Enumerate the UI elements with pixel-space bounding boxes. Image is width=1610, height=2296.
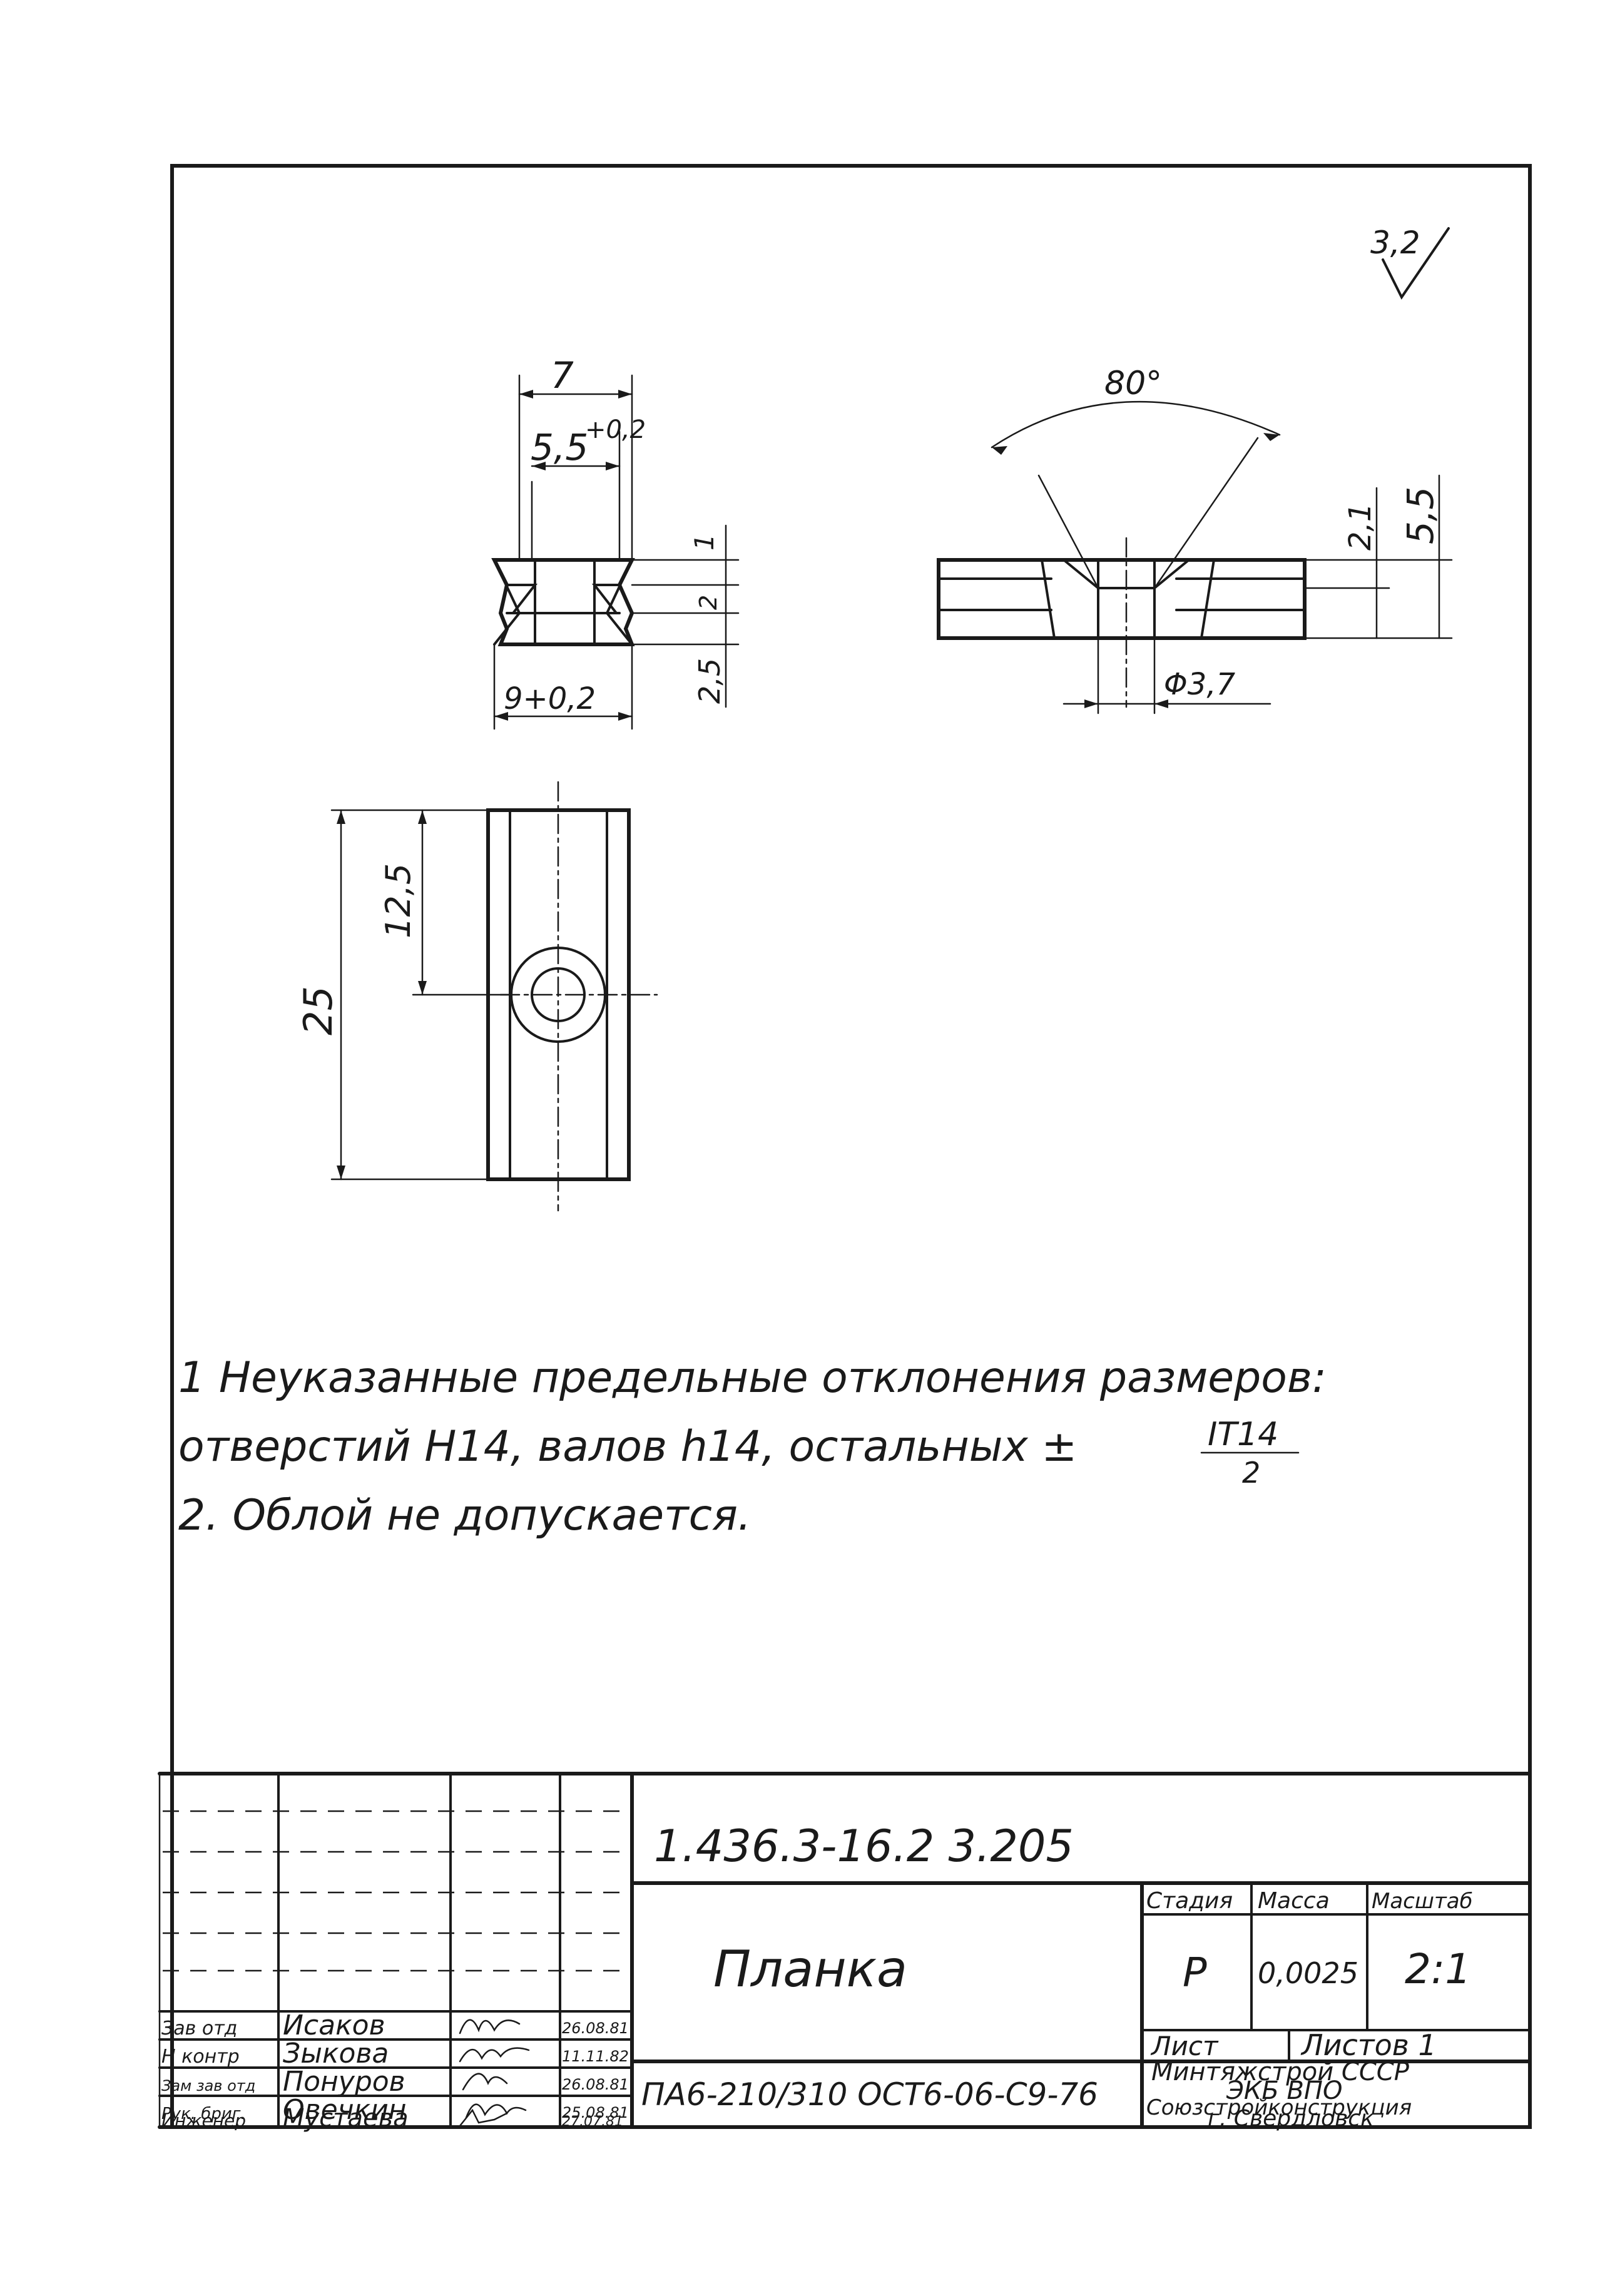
dim-angle: 80° (1104, 365, 1162, 402)
signature-row: Зав отд Исаков 26.08.81 (161, 2009, 629, 2041)
note-line-2: отверстий H14, валов h14, остальных ± (178, 1422, 1077, 1471)
header-stage: Стадия (1146, 1888, 1233, 1914)
sign-role: Н контр (161, 2046, 240, 2068)
header-scale: Масштаб (1372, 1889, 1473, 1914)
org-line-1: Минтяжстрой СССР (1151, 2058, 1410, 2086)
dim-height: 5,5 (1399, 487, 1442, 544)
signature-scribble (459, 2108, 508, 2127)
sign-date: 25.08.81 (562, 2104, 629, 2121)
material-spec: ПА6-210/310 ОСТ6-06-С9-76 (641, 2076, 1098, 2113)
sign-role: Зав отд (161, 2018, 237, 2039)
dim-h1: 1 (689, 534, 720, 551)
signature-scribble (462, 2073, 508, 2091)
note-line-1: 1 Неуказанные предельные отклонения разм… (178, 1353, 1327, 1403)
dim-length: 25 (295, 986, 341, 1035)
sign-date: 26.08.81 (562, 2019, 629, 2037)
header-mass: Масса (1258, 1888, 1330, 1914)
signature-scribble (465, 2103, 527, 2119)
part-name: Планка (713, 1940, 907, 1998)
org-line-4: г. Свердловск (1208, 2106, 1374, 2131)
sign-name: Зыкова (283, 2038, 389, 2070)
note-fraction-denominator: 2 (1242, 1456, 1260, 1490)
org-line-2: ЭКБ ВПО (1226, 2076, 1343, 2105)
dim-slot: 5,5 (531, 426, 588, 469)
front-view: 7 5,5 +0,2 9+0,2 1 2 2,5 (491, 354, 740, 730)
title-block: 1.436.3-16.2 3.205 Планка ПА6-210/310 ОС… (158, 1772, 1532, 2133)
stage-value: Р (1183, 1950, 1207, 1996)
roughness-value: 3,2 (1370, 225, 1420, 261)
sheets-count: Листов 1 (1300, 2028, 1437, 2062)
dim-width: 7 (551, 354, 574, 397)
dim-hole: Φ3,7 (1164, 667, 1236, 702)
signature-row: Инженер Мустаева 27.07.81 (161, 2104, 623, 2133)
sign-date: 11.11.82 (562, 2048, 629, 2065)
sign-name: Исаков (283, 2009, 385, 2041)
sign-name: Овечкин (283, 2094, 407, 2126)
dim-h3: 2,5 (693, 658, 726, 704)
roughness-icon: 3,2 (1370, 225, 1450, 300)
dim-depth: 2,1 (1343, 503, 1378, 551)
dim-half: 12,5 (379, 863, 418, 938)
signature-row: Н контр Зыкова 11.11.82 (161, 2038, 629, 2070)
plan-view: 25 12,5 (295, 781, 658, 1212)
sign-role: Рук. бриг. (161, 2105, 246, 2123)
signature-row: Зам зав отд Понуров 26.08.81 (161, 2066, 629, 2098)
section-view: 80° 2,1 5,5 Φ3,7 (937, 365, 1453, 714)
dim-slot-tol: +0,2 (585, 415, 646, 444)
scale-value: 2:1 (1405, 1945, 1471, 1993)
sign-date: 26.08.81 (562, 2076, 629, 2093)
dim-base: 9+0,2 (504, 681, 596, 716)
dim-h2: 2 (695, 595, 722, 610)
note-fraction-numerator: IT14 (1208, 1416, 1278, 1453)
sheet-label: Лист (1150, 2031, 1219, 2061)
sign-date: 27.07.81 (562, 2114, 623, 2130)
org-line-3: Союзстройконструкция (1146, 2095, 1412, 2120)
document-number: 1.436.3-16.2 3.205 (654, 1821, 1074, 1872)
sign-role: Инженер (161, 2110, 246, 2131)
sign-role: Зам зав отд (161, 2077, 255, 2095)
technical-notes: 1 Неуказанные предельные отклонения разм… (178, 1353, 1327, 1540)
mass-value: 0,0025 (1258, 1956, 1358, 1990)
sign-name: Мустаева (283, 2104, 409, 2133)
signature-scribble (459, 2047, 530, 2063)
signature-row: Рук. бриг. Овечкин 25.08.81 (161, 2094, 629, 2126)
sign-name: Понуров (283, 2066, 405, 2098)
signature-scribble (459, 2019, 521, 2034)
note-line-3: 2. Облой не допускается. (178, 1491, 752, 1540)
